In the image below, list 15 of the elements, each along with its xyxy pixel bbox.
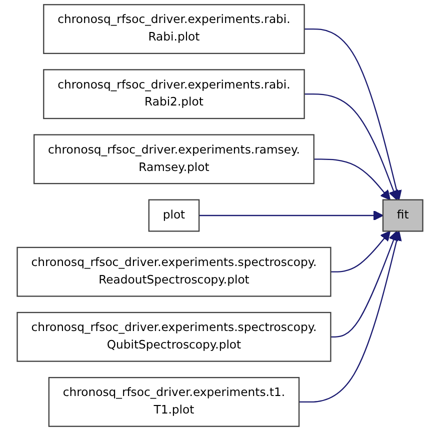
node-box: chronosq_rfsoc_driver.experiments.spectroscopy. ReadoutSpectroscopy.plot	[16, 246, 332, 297]
arrow	[330, 230, 398, 338]
node-box: chronosq_rfsoc_driver.experiments.rabi. Rabi2.plot	[43, 69, 305, 120]
node-box: chronosq_rfsoc_driver.experiments.rabi. Rabi.plot	[43, 4, 305, 54]
arrow	[330, 230, 391, 272]
arrow	[299, 230, 402, 403]
node-box: chronosq_rfsoc_driver.experiments.ramsey. Ramsey.plot	[34, 134, 314, 184]
arrow	[304, 94, 398, 200]
arrow	[314, 158, 391, 200]
arrow	[304, 28, 402, 200]
node-box: plot	[148, 199, 200, 232]
node-box: chronosq_rfsoc_driver.experiments.spectroscopy. QubitSpectroscopy.plot	[16, 312, 332, 362]
node-box: fit	[382, 199, 424, 232]
arrow	[199, 210, 384, 221]
node-box: chronosq_rfsoc_driver.experiments.t1. T1.plot	[48, 376, 300, 427]
